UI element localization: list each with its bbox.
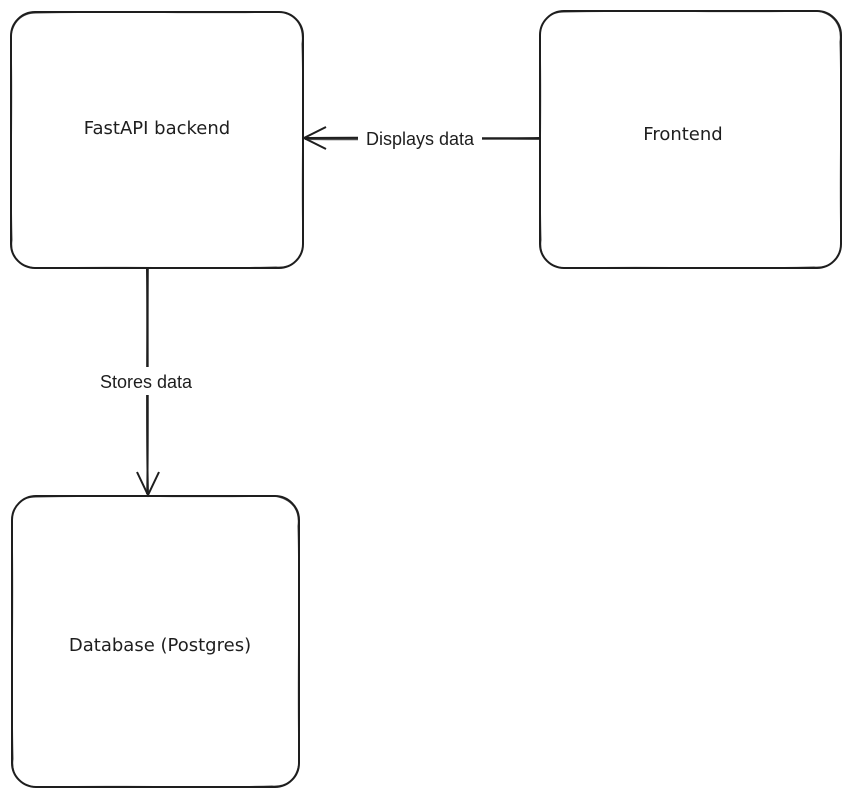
arrowhead-left-icon	[301, 126, 327, 150]
node-frontend[interactable]: Frontend	[539, 10, 842, 269]
node-fastapi-backend[interactable]: FastAPI backend	[10, 11, 304, 269]
node-fastapi-backend-label: FastAPI backend	[84, 118, 230, 139]
edge-backend-to-database-label: Stores data	[100, 372, 193, 392]
edge-backend-to-database[interactable]: Stores data	[92, 267, 202, 498]
arrowhead-down-icon	[136, 471, 160, 498]
edge-frontend-to-backend-label: Displays data	[366, 129, 475, 149]
node-frontend-label: Frontend	[643, 124, 722, 145]
node-database[interactable]: Database (Postgres)	[11, 495, 300, 788]
node-database-label: Database (Postgres)	[69, 635, 251, 656]
edge-frontend-to-backend[interactable]: Displays data	[301, 126, 541, 152]
